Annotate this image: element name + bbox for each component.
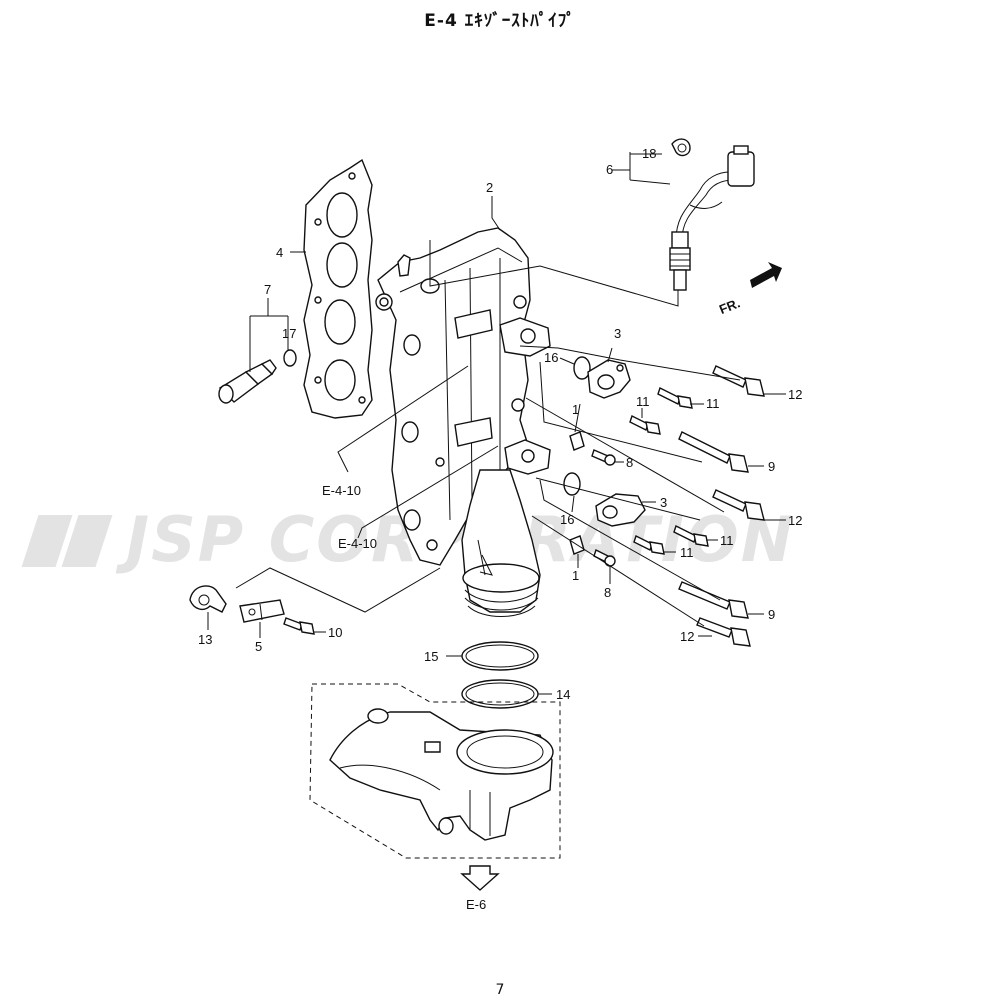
- callout-1-lower: 1: [572, 568, 579, 583]
- callout-18: 18: [642, 146, 656, 161]
- gasket-16-lower: [563, 472, 581, 496]
- callout-9-a: 9: [768, 459, 775, 474]
- callout-4: 4: [276, 245, 283, 260]
- callout-9-b: 9: [768, 607, 775, 622]
- callout-16-lower: 16: [560, 512, 574, 527]
- front-marker-label: FR.: [717, 295, 742, 317]
- callout-5: 5: [255, 639, 262, 654]
- flange-3-lower: [595, 493, 646, 527]
- bolt-11-d: [633, 535, 665, 555]
- bolt-12-a: [712, 365, 765, 397]
- bolt-12-b: [712, 489, 765, 521]
- oxygen-sensor: [669, 145, 755, 291]
- bolt-11-a: [657, 387, 693, 409]
- callout-3-lower: 3: [660, 495, 667, 510]
- callout-16-upper: 16: [544, 350, 558, 365]
- callout-12-a: 12: [788, 387, 802, 402]
- bolt-10: [283, 617, 315, 635]
- callout-6: 6: [606, 162, 613, 177]
- callout-13: 13: [198, 632, 212, 647]
- reference-e-4-10-b: E-4-10: [338, 536, 377, 551]
- callout-7: 7: [264, 282, 271, 297]
- bolt-9-b: [678, 581, 749, 619]
- gasket-16-upper: [573, 356, 591, 380]
- e6-reference-arrow: [460, 865, 500, 891]
- callout-11-d: 11: [680, 545, 694, 560]
- o-ring-14: [461, 679, 539, 709]
- callout-11-c: 11: [720, 533, 734, 548]
- callout-1-upper: 1: [572, 402, 579, 417]
- callout-11-a: 11: [636, 394, 650, 409]
- dashed-reference-box: [309, 683, 561, 859]
- page-number: 7: [495, 982, 505, 998]
- callout-8-a: 8: [626, 455, 633, 470]
- callout-10: 10: [328, 625, 342, 640]
- reference-e-6: E-6: [466, 897, 486, 912]
- sensor-clip: [671, 138, 691, 157]
- hose-clip: [189, 585, 227, 613]
- reference-e-4-10-a: E-4-10: [322, 483, 361, 498]
- bolt-11-c: [673, 525, 709, 547]
- bolt-11-b: [629, 415, 661, 435]
- bolt-9-a: [678, 431, 749, 473]
- leader-lines: [207, 152, 786, 695]
- callout-15: 15: [424, 649, 438, 664]
- bolt-12-c: [696, 617, 751, 647]
- screw-8-b: [593, 549, 616, 567]
- callout-11-b: 11: [706, 396, 720, 411]
- flange-3-upper: [587, 359, 631, 399]
- callout-8-b: 8: [604, 585, 611, 600]
- temperature-sender: [218, 359, 277, 404]
- front-direction-arrow: [750, 262, 782, 288]
- callout-labels: 2 4 7 17 6 18 3 16 1 11 11 12 8 9 3 16 1…: [198, 146, 802, 912]
- callout-17: 17: [282, 326, 296, 341]
- manifold-gasket: [303, 158, 373, 419]
- spacer-1-upper: [569, 431, 585, 451]
- page-title: E-4 ｴｷｿﾞｰｽﾄﾊﾟｲﾌﾟ: [424, 11, 576, 31]
- callout-12-b: 12: [788, 513, 802, 528]
- exhaust-housing-ref: [329, 708, 554, 841]
- callout-12-c: 12: [680, 629, 694, 644]
- screw-8-a: [591, 449, 616, 466]
- callout-3-upper: 3: [614, 326, 621, 341]
- callout-2: 2: [486, 180, 493, 195]
- bracket: [239, 599, 285, 623]
- callout-14: 14: [556, 687, 570, 702]
- o-ring-15: [461, 641, 539, 671]
- o-ring-17: [283, 349, 297, 367]
- manifold-outlet: [461, 469, 541, 617]
